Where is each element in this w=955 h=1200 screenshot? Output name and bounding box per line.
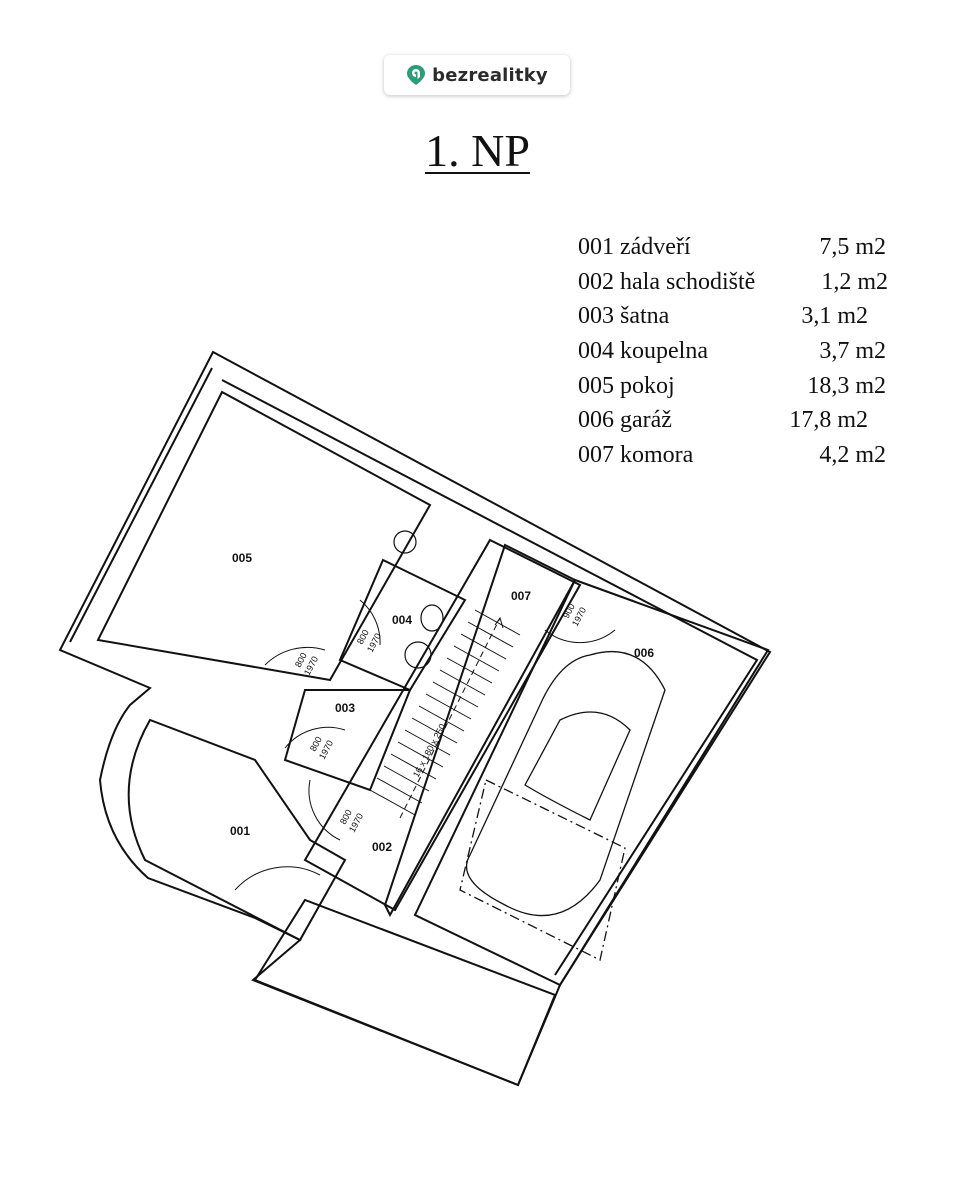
room-area: 3,1 m2 xyxy=(801,303,868,330)
car-icon xyxy=(459,650,666,961)
room-area: 3,7 m2 xyxy=(819,338,886,365)
room-005-wall xyxy=(96,390,432,682)
room-001-wall xyxy=(127,718,347,942)
room-row: 002 hala schodiště 1,2 m2 xyxy=(578,265,898,300)
staircase xyxy=(369,609,521,819)
bezrealitky-logo: bezrealitky xyxy=(384,55,570,95)
room-area: 17,8 m2 xyxy=(789,407,868,434)
room-area: 4,2 m2 xyxy=(819,442,886,469)
outer-wall xyxy=(58,350,772,1087)
label-005: 005 xyxy=(232,551,252,565)
room-name: 005 pokoj xyxy=(578,372,675,399)
floor-title: 1. NP xyxy=(425,125,530,176)
room-007-wall xyxy=(383,543,577,918)
label-001: 001 xyxy=(230,824,250,838)
room-area: 18,3 m2 xyxy=(807,372,886,399)
room-name: 006 garáž xyxy=(578,407,672,434)
label-007: 007 xyxy=(511,589,531,603)
label-003: 003 xyxy=(335,701,355,715)
room-name: 003 šatna xyxy=(578,303,670,330)
room-legend: 001 zádveří 7,5 m2 002 hala schodiště 1,… xyxy=(578,230,898,473)
room-name: 002 hala schodiště xyxy=(578,268,756,295)
stairs-column xyxy=(303,538,582,912)
map-pin-icon xyxy=(407,65,426,85)
bathroom-fixtures xyxy=(393,530,444,669)
room-row: 007 komora 4,2 m2 xyxy=(578,438,898,473)
room-area: 1,2 m2 xyxy=(821,268,888,295)
room-name: 004 koupelna xyxy=(578,338,708,365)
room-name: 007 komora xyxy=(578,442,694,469)
room-row: 001 zádveří 7,5 m2 xyxy=(578,230,898,265)
inner-wall xyxy=(69,367,759,976)
label-004: 004 xyxy=(392,613,412,627)
door-swings xyxy=(234,599,616,891)
room-006-wall xyxy=(413,578,770,987)
room-name: 001 zádveří xyxy=(578,234,691,260)
label-002: 002 xyxy=(372,840,392,854)
room-row: 003 šatna 3,1 m2 xyxy=(578,299,898,334)
room-area: 7,5 m2 xyxy=(819,234,886,260)
room-row: 005 pokoj 18,3 m2 xyxy=(578,369,898,404)
label-006: 006 xyxy=(634,646,654,660)
room-row: 004 koupelna 3,7 m2 xyxy=(578,334,898,369)
logo-text: bezrealitky xyxy=(432,64,548,86)
terrace-outline xyxy=(253,898,557,1087)
room-row: 006 garáž 17,8 m2 xyxy=(578,403,898,438)
